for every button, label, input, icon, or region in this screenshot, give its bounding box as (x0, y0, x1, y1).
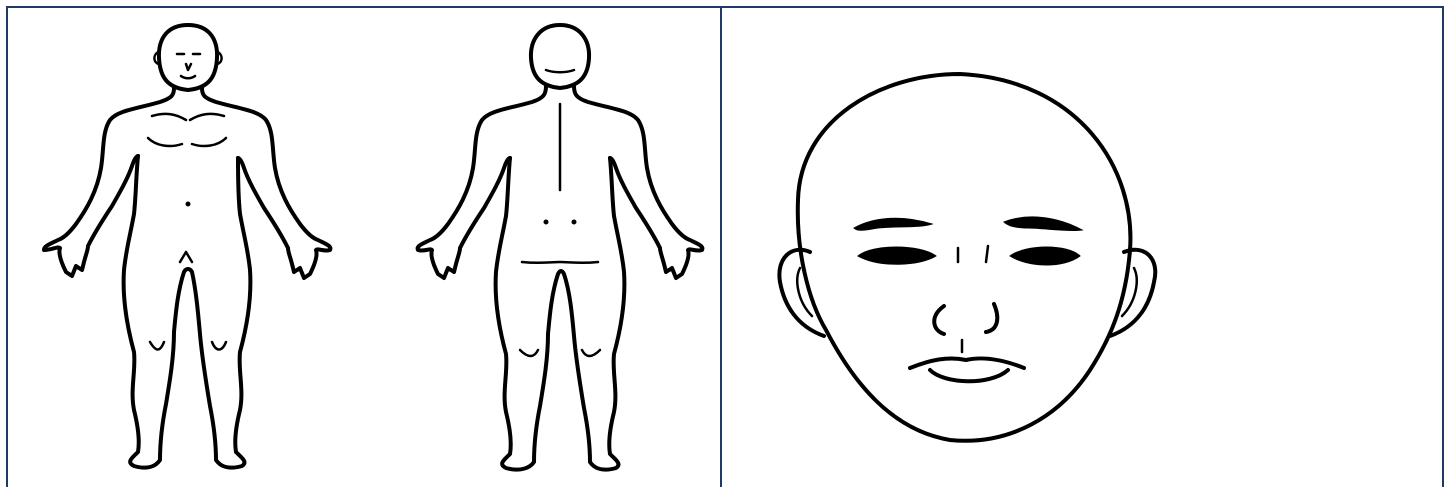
body-front-view (44, 25, 330, 468)
body-back-view (418, 25, 703, 470)
face-diagram (779, 74, 1155, 441)
